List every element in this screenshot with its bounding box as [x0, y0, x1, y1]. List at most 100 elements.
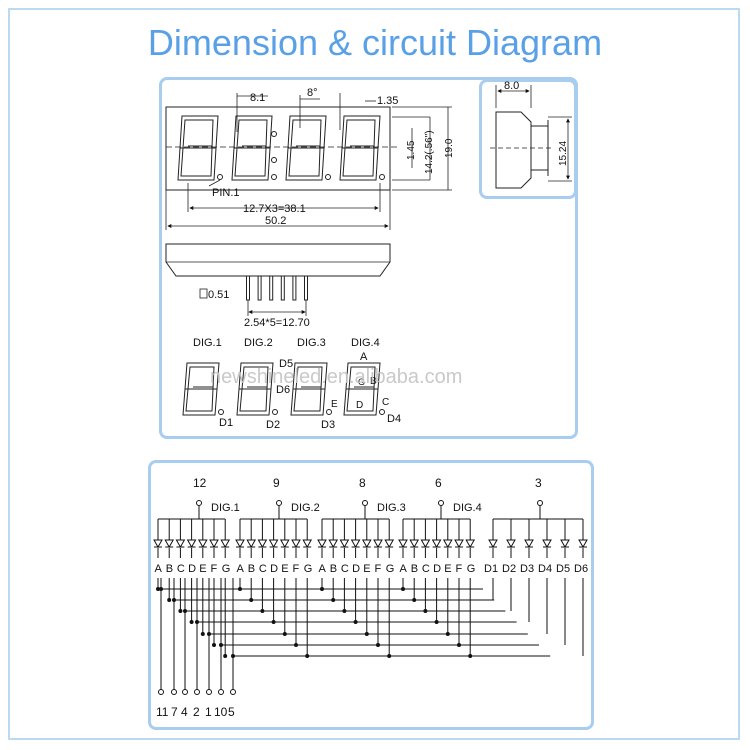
seg-1-c-label: C — [177, 563, 185, 575]
bus-node-5-start — [219, 643, 223, 647]
diode-extra-1 — [488, 539, 498, 549]
top-pin-9: 9 — [273, 476, 280, 490]
bus-node-5-2 — [376, 643, 380, 647]
dot-label-d4: D4 — [387, 413, 401, 425]
diode-dig1-d — [186, 539, 197, 549]
segment-digit-2 — [236, 362, 278, 416]
bus-node-4-2 — [364, 632, 369, 636]
diode-dig2-g — [302, 539, 313, 549]
diode-dig4-a — [398, 539, 408, 549]
seg-1-f-label: F — [211, 563, 218, 575]
right-dimensions — [392, 106, 452, 191]
diode-dig3-f — [373, 539, 383, 549]
diode-dig1-a — [153, 539, 163, 549]
pin1-label: PIN.1 — [212, 187, 240, 199]
top-pin-6: 6 — [435, 476, 442, 490]
bus-node-6-2 — [387, 654, 392, 658]
bottom-pin-terminal-1 — [158, 689, 164, 695]
dim-side-height: 15.24 — [558, 141, 569, 166]
diode-dig1-b — [164, 539, 175, 549]
seg-digit-label-2: DIG.2 — [244, 337, 273, 349]
extra-label-d5: D5 — [556, 563, 570, 575]
bus-node-1-3 — [412, 598, 417, 602]
bottom-pin-1: 1 — [205, 705, 212, 719]
bus-node-4-0 — [200, 632, 205, 636]
top-pin-terminal-4 — [438, 500, 444, 506]
diode-dig1-c — [175, 539, 186, 549]
seg-digit-label-4: DIG.4 — [351, 337, 380, 349]
diode-extra-3 — [524, 539, 534, 549]
bus-node-6-1 — [305, 654, 310, 658]
side-view — [490, 85, 572, 189]
segment-digit-3 — [290, 362, 332, 416]
bus-node-6-0 — [223, 654, 228, 658]
diode-dig3-g — [384, 539, 395, 549]
seg-label-b: B — [370, 376, 377, 387]
bus-node-0-2 — [320, 587, 324, 591]
bottom-pin-4: 4 — [181, 705, 188, 719]
dim-dp-height: 1.45 — [406, 140, 417, 160]
diode-dig2-b — [246, 539, 257, 549]
bus-node-0-0 — [156, 587, 160, 591]
seg-3-d-label: D — [352, 563, 360, 575]
bus-node-5-3 — [457, 643, 461, 647]
diode-extra-6 — [578, 539, 588, 549]
bottom-view — [165, 243, 391, 316]
seg-digit-label-1: DIG.1 — [193, 337, 222, 349]
seg-4-g-label: G — [467, 563, 476, 575]
watermark: newshineled.en.alibaba.com — [210, 366, 463, 388]
dim-side-width: 8.0 — [504, 80, 519, 92]
front-digit-2-dot — [271, 174, 277, 180]
bus-node-4-3 — [445, 632, 450, 636]
bottom-pin-terminal-6 — [218, 689, 224, 695]
diode-dig2-f — [291, 539, 301, 549]
bottom-pin-10: 10 — [214, 705, 228, 719]
bottom-pin-terminal-4 — [194, 689, 200, 695]
segment-digits — [182, 362, 385, 416]
bottom-pin-2: 2 — [193, 705, 200, 719]
seg-3-a-label: A — [319, 563, 327, 575]
dot-label-d6: D6 — [276, 384, 290, 396]
bottom-pin-terminal-7 — [230, 689, 236, 695]
front-digits — [177, 115, 385, 181]
seg-3-e-label: E — [363, 563, 370, 575]
seg-digit-label-3: DIG.3 — [297, 337, 326, 349]
bus-node-2-0 — [178, 609, 183, 613]
square-pin-icon — [199, 288, 208, 299]
dim-segment-width: 1.35 — [377, 95, 398, 107]
extra-label-d1: D1 — [484, 563, 498, 575]
top-pin-terminal-2 — [276, 500, 282, 506]
side-body-outline — [495, 111, 532, 189]
seg-4-e-label: E — [444, 563, 451, 575]
front-digit-1-dot — [217, 174, 223, 180]
top-pin-3: 3 — [535, 476, 542, 490]
segment-digit-1-dot — [218, 409, 224, 415]
seg-4-c-label: C — [422, 563, 430, 575]
diode-dig4-g — [465, 539, 476, 549]
top-pin-12: 12 — [193, 476, 207, 490]
bus-node-0-1 — [238, 587, 242, 591]
pin-1 — [246, 275, 250, 301]
seg-4-f-label: F — [456, 563, 463, 575]
diode-dig2-e — [279, 539, 290, 549]
diode-dig2-c — [257, 539, 268, 549]
seg-1-a-label: A — [155, 563, 163, 575]
dim-slant-angle: 8° — [307, 87, 318, 99]
bottom-pin-5: 5 — [228, 705, 235, 719]
extra-label-d2: D2 — [502, 563, 516, 575]
seg-3-g-label: G — [386, 563, 395, 575]
seg-2-b-label: B — [248, 563, 255, 575]
diode-dig4-f — [454, 539, 464, 549]
seg-2-f-label: F — [293, 563, 300, 575]
seg-label-d: D — [356, 400, 363, 411]
bus-node-1-2 — [331, 598, 336, 602]
bus-node-6-3 — [468, 654, 473, 658]
seg-label-c: C — [382, 397, 389, 408]
front-digit-2 — [231, 115, 277, 181]
bus-node-5-0 — [212, 643, 216, 647]
seg-4-d-label: D — [433, 563, 441, 575]
bus-node-3-2 — [353, 620, 358, 624]
bus-node-4-start — [207, 632, 211, 636]
diode-extra-2 — [506, 539, 516, 549]
